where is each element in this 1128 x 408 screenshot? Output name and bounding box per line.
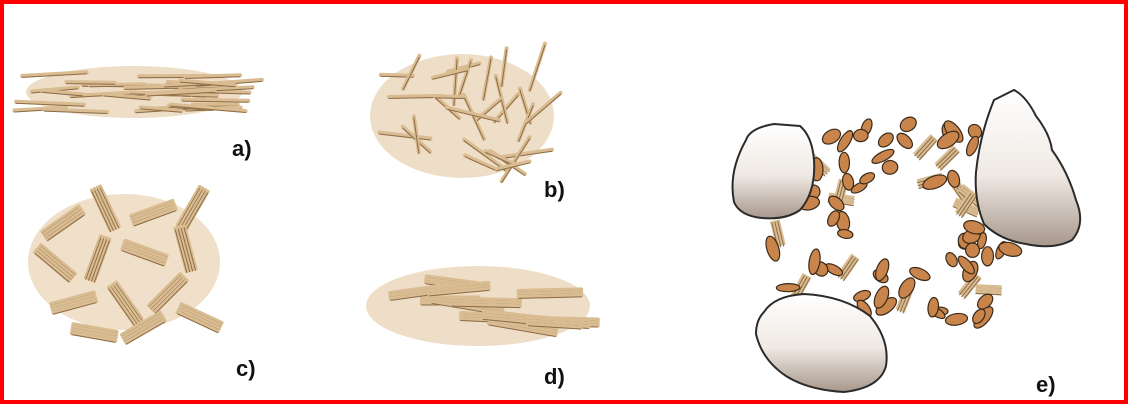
rock-right [976,90,1080,246]
silt-grain [839,152,850,173]
silt-grain [944,251,960,269]
clay-platelet [435,96,465,97]
fabric-a-parallel [14,66,262,118]
rock-left [733,124,815,218]
clay-platelet-edge [66,84,114,85]
silt-grain [921,172,949,192]
clay-packet [976,289,1002,290]
label-d: d) [544,364,565,389]
silt-grain [873,257,891,282]
clay-platelet [183,100,249,101]
label-a: a) [232,136,252,161]
silt-grain [898,114,919,134]
clay-platelet-edge [435,98,465,99]
silt-grain [894,130,915,151]
clay-platelet [66,82,114,83]
silt-grain [853,129,868,142]
silt-grain [837,228,854,239]
silt-grain [881,160,898,176]
silt-grain [965,242,980,257]
fabric-e-mixed-soil [733,90,1081,392]
fabric-d-parallel-aggregates [366,266,598,346]
silt-grain [982,247,994,266]
silt-grain [776,283,800,292]
label-b: b) [544,177,565,202]
silt-grain [876,130,896,149]
clay-fabric-diagram: a) b) c) d) e) [4,4,1128,408]
fabric-b-flocculated [370,44,561,183]
clay-packet [975,292,1001,293]
silt-grain [895,275,918,301]
silt-grain [945,312,969,327]
label-e: e) [1036,372,1056,397]
fabric-c-random-aggregates [28,187,221,345]
label-c: c) [236,356,256,381]
clay-packet [976,286,1002,287]
